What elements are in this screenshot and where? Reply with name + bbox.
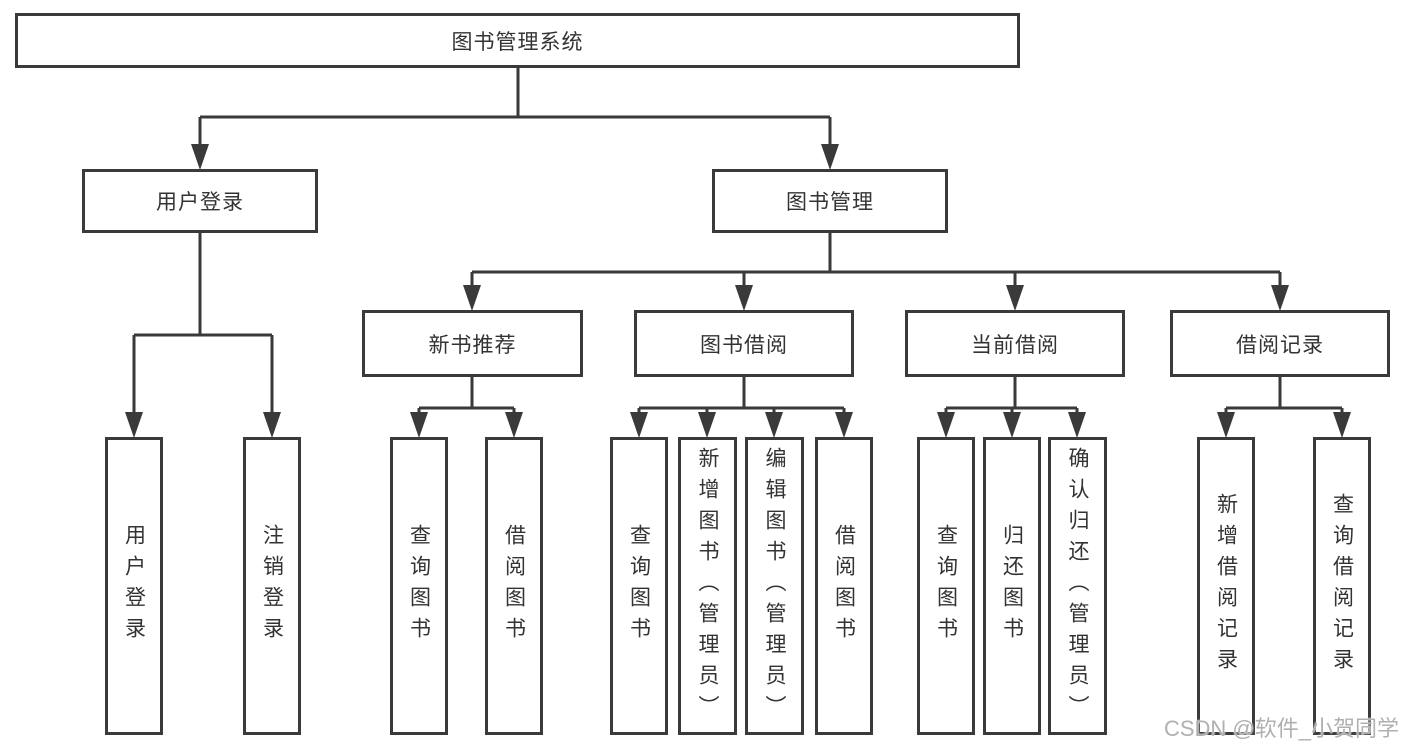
leaf-add-borrow-record: 新增借阅记录	[1197, 437, 1255, 735]
node-new-book-recommend: 新书推荐	[362, 310, 583, 377]
node-user-login-branch: 用户登录	[82, 169, 318, 233]
node-book-management: 图书管理	[712, 169, 948, 233]
arrowhead	[835, 412, 853, 438]
leaf-current-query-books-label: 查询图书	[934, 524, 958, 648]
arrowhead	[263, 412, 281, 438]
connector-book-management-branch	[463, 233, 1289, 311]
connector-root-branch	[191, 68, 839, 170]
leaf-current-query-books: 查询图书	[917, 437, 975, 735]
arrowhead	[505, 412, 523, 438]
arrowhead	[1068, 412, 1086, 438]
leaf-add-borrow-record-label: 新增借阅记录	[1214, 493, 1238, 679]
leaf-confirm-return-admin-label: 确认归还（管理员）	[1066, 446, 1089, 726]
watermark: CSDN @软件_小贺同学	[1163, 716, 1399, 741]
arrowhead	[1333, 412, 1351, 438]
arrowhead	[698, 412, 716, 438]
node-user-login-branch-label: 用户登录	[156, 191, 244, 214]
node-current-borrow-label: 当前借阅	[971, 333, 1059, 357]
node-book-management-label: 图书管理	[786, 191, 874, 214]
leaf-logout: 注销登录	[243, 437, 301, 735]
node-book-borrow: 图书借阅	[634, 310, 854, 377]
arrowhead	[463, 285, 481, 311]
node-library-system-label: 图书管理系统	[451, 30, 584, 54]
leaf-query-borrow-record-label: 查询借阅记录	[1330, 493, 1354, 679]
arrowhead	[765, 412, 783, 438]
arrowhead	[937, 412, 955, 438]
leaf-recommend-query-books: 查询图书	[390, 437, 448, 735]
node-current-borrow: 当前借阅	[905, 310, 1125, 377]
node-borrow-records-label: 借阅记录	[1236, 333, 1324, 357]
leaf-add-books-admin: 新增图书（管理员）	[678, 437, 737, 735]
arrowhead	[1271, 285, 1289, 311]
leaf-add-books-admin-label: 新增图书（管理员）	[696, 446, 719, 726]
arrowhead	[735, 285, 753, 311]
node-new-book-recommend-label: 新书推荐	[428, 333, 517, 357]
connector-current-borrow-branch	[937, 377, 1086, 438]
arrowhead	[1217, 412, 1235, 438]
leaf-confirm-return-admin: 确认归还（管理员）	[1048, 437, 1107, 735]
leaf-borrow-books: 借阅图书	[815, 437, 873, 735]
arrowhead	[125, 412, 143, 438]
leaf-edit-books-admin: 编辑图书（管理员）	[745, 437, 804, 735]
leaf-edit-books-admin-label: 编辑图书（管理员）	[763, 446, 786, 726]
arrowhead	[1006, 285, 1024, 311]
node-library-system: 图书管理系统	[15, 13, 1020, 68]
connector-book-borrow-branch	[630, 377, 853, 438]
leaf-borrow-query-books-label: 查询图书	[627, 524, 651, 648]
leaf-query-borrow-record: 查询借阅记录	[1313, 437, 1371, 735]
leaf-return-books-label: 归还图书	[1000, 524, 1024, 648]
leaf-borrow-query-books: 查询图书	[610, 437, 668, 735]
connector-recommend-branch	[410, 377, 523, 438]
arrowhead	[191, 144, 209, 170]
leaf-recommend-borrow-books: 借阅图书	[485, 437, 543, 735]
leaf-user-login: 用户登录	[105, 437, 163, 735]
leaf-recommend-query-books-label: 查询图书	[407, 524, 431, 648]
arrowhead	[630, 412, 648, 438]
arrowhead	[410, 412, 428, 438]
connector-borrow-records-branch	[1217, 377, 1351, 438]
leaf-user-login-label: 用户登录	[122, 524, 146, 648]
leaf-return-books: 归还图书	[983, 437, 1041, 735]
node-book-borrow-label: 图书借阅	[700, 333, 788, 357]
leaf-recommend-borrow-books-label: 借阅图书	[502, 524, 526, 648]
node-borrow-records: 借阅记录	[1170, 310, 1390, 377]
arrowhead	[821, 144, 839, 170]
arrowhead	[1003, 412, 1021, 438]
leaf-borrow-books-label: 借阅图书	[832, 524, 856, 648]
leaf-logout-label: 注销登录	[260, 524, 284, 648]
connector-user-login-branch	[125, 233, 281, 438]
